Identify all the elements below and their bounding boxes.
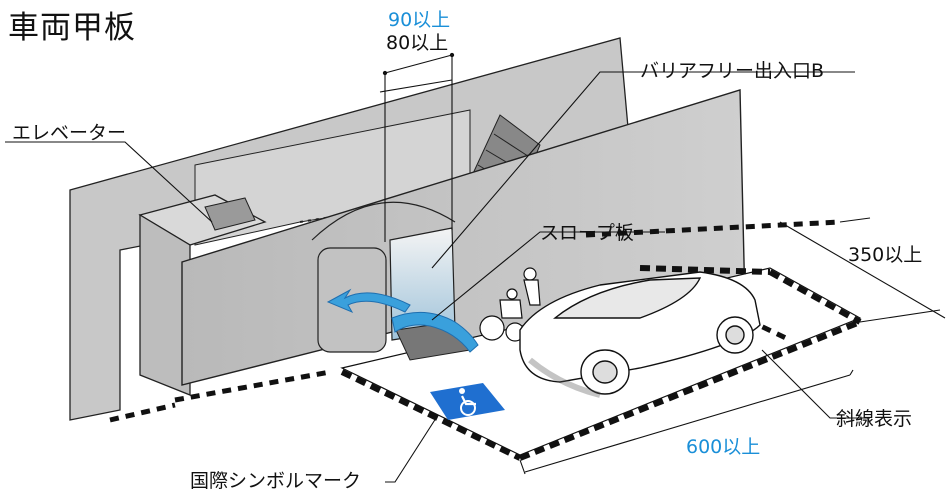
dimension-space-width [779, 217, 946, 323]
label-hatch-marking: 斜線表示 [836, 408, 913, 430]
leader-lines [5, 71, 870, 483]
door-arch [311, 201, 456, 241]
dimension-space-length [519, 369, 854, 475]
wheelchair-user [479, 267, 541, 342]
label-door-width-blue: 90以上 [388, 9, 451, 31]
label-door-width-black: 80以上 [386, 32, 449, 54]
label-barrier-free-entrance: バリアフリー出入口B [640, 60, 825, 82]
page-title: 車両甲板 [8, 10, 136, 46]
car [519, 271, 761, 398]
label-elevator: エレベーター [12, 122, 127, 144]
slope-arrow [391, 311, 479, 353]
dimension-door-width [379, 52, 455, 242]
elevator-front [139, 213, 191, 396]
wheelchair-icon [430, 383, 505, 420]
label-space-length: 600以上 [686, 436, 761, 458]
back-wall [69, 37, 631, 421]
label-space-width: 350以上 [848, 244, 923, 266]
label-slope-plate: スロープ板 [540, 222, 634, 244]
arrow-left-icon [326, 288, 411, 314]
label-intl-symbol: 国際シンボルマーク [190, 470, 362, 492]
